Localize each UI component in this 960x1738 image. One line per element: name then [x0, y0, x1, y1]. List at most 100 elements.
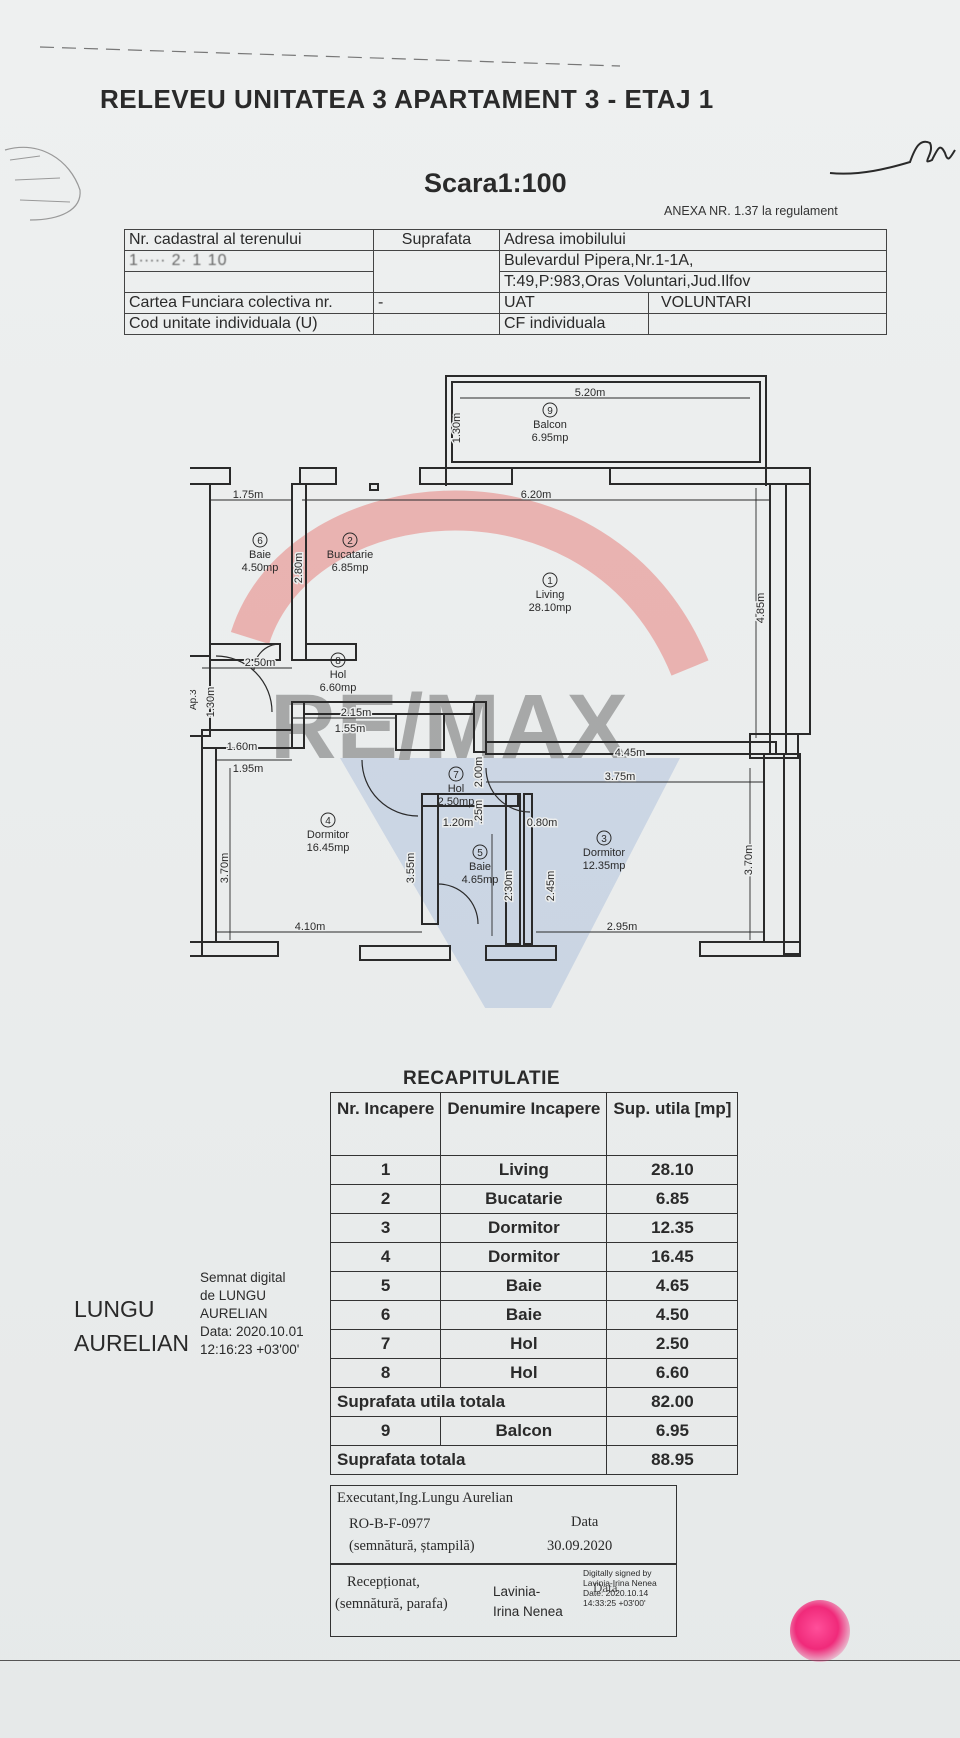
recap-cell-name: Baie [440, 1300, 608, 1330]
semn-line4: Data: 2020.10.01 [200, 1324, 304, 1339]
semn-line3: AURELIAN [200, 1306, 268, 1321]
recap-cell-name: Hol [440, 1358, 608, 1388]
receptionat-label: Recepționat, [347, 1574, 420, 1590]
room-name: Baie [469, 861, 491, 873]
room-name: Dormitor [583, 847, 626, 859]
total-utila-label: Suprafata utila totala [329, 1387, 608, 1417]
dimension-label: 3.55m [405, 853, 417, 884]
executant-signature-label: (semnătură, ștampilă) [349, 1538, 475, 1554]
room-area: 6.60mp [320, 682, 357, 694]
semn-line5: 12:16:23 +03'00' [200, 1342, 300, 1357]
room-number: 5 [477, 848, 483, 859]
nr-cadastral-label: Nr. cadastral al terenului [124, 229, 374, 251]
floor-plan: RE/MAX [190, 375, 811, 1008]
room-area: 6.95mp [532, 432, 569, 444]
recap-title: RECAPITULATIE [403, 1068, 561, 1089]
receptionat-name-2: Irina Nenea [493, 1604, 563, 1619]
dimension-label: 5.20m [575, 387, 606, 399]
dimension-label: 4.10m [295, 921, 326, 933]
total-utila-value: 82.00 [606, 1387, 739, 1417]
dimension-label: 4.45m [615, 747, 646, 759]
recap-cell-nr: 6 [329, 1300, 442, 1330]
room-number: 2 [347, 536, 353, 547]
dimension-label: 1.75m [233, 489, 264, 501]
dimension-label: 6.20m [521, 489, 552, 501]
recap-cell-name: Baie [440, 1271, 608, 1301]
cod-unitate-value [373, 313, 500, 335]
dimension-lines [202, 397, 770, 940]
suprafata-label: Suprafata [373, 229, 500, 251]
dimension-label: 1.20m [443, 817, 474, 829]
room-number: 4 [325, 816, 331, 827]
room-number: 8 [335, 656, 341, 667]
receptionat-signature-label: (semnătură, parafa) [335, 1596, 448, 1612]
balcon-area: 6.95 [606, 1416, 739, 1446]
nr-cadastral-value: 1∙∙∙∙∙ 2∙ 1 10 [124, 250, 374, 272]
balcon-nr: 9 [329, 1416, 442, 1446]
room-number-circle [252, 532, 268, 548]
uat-label: UAT [499, 292, 649, 314]
signer-name: LUNGU AURELIAN [74, 1292, 189, 1360]
carte-funciara-value: - [373, 292, 500, 314]
dimension-label: 3.75m [605, 771, 636, 783]
balcon-name: Balcon [440, 1416, 608, 1446]
executant-code: RO-B-F-0977 [349, 1516, 431, 1532]
dimension-label: 1.30m [205, 687, 217, 718]
room-number-circle [342, 532, 358, 548]
dimension-labels: 5.20m1.30m6.20m1.75m2.80m4.85m2.50m1.30m… [204, 386, 769, 935]
room-name: Baie [249, 549, 271, 561]
dimension-label: 1.55m [335, 723, 366, 735]
room-number: 9 [547, 406, 553, 417]
executant-block: Executant,Ing.Lungu Aurelian RO-B-F-0977… [330, 1485, 677, 1565]
room-number-circle [472, 844, 488, 860]
digital-sig-line2: Lavinia-Irina Nenea [583, 1578, 657, 1588]
digital-signature-stamp: Digitally signed by Lavinia-Irina Nenea … [583, 1568, 657, 1608]
recap-cell-name: Dormitor [440, 1242, 608, 1272]
digital-sig-line3: Date: 2020.10.14 [583, 1588, 649, 1598]
recap-cell-name: Dormitor [440, 1213, 608, 1243]
room-name: Hol [330, 669, 347, 681]
executant-data-label: Data [571, 1514, 599, 1530]
cf-individuala-value [648, 313, 887, 335]
dimension-label: 2.15m [341, 707, 372, 719]
walls [190, 375, 811, 961]
dimension-label: 1.60m [227, 741, 258, 753]
recap-cell-nr: 7 [329, 1329, 442, 1359]
room-area: 16.45mp [307, 842, 350, 854]
signer-name-line2: AURELIAN [74, 1330, 190, 1356]
recap-cell-nr: 3 [329, 1213, 442, 1243]
receptionat-name-1: Lavinia- [493, 1584, 541, 1599]
recap-header-nr: Nr. Incapere [329, 1092, 442, 1156]
dimension-label: 3.70m [743, 845, 755, 876]
dimension-label: 1.95m [233, 763, 264, 775]
receptionat-data-overlay: Data [593, 1580, 618, 1595]
carte-funciara-label: Cartea Funciara colectiva nr. [124, 292, 374, 314]
room-number-circle [448, 766, 464, 782]
remax-watermark-text: RE/MAX [270, 676, 628, 778]
room-area: 4.65mp [462, 874, 499, 886]
room-number-circle [542, 402, 558, 418]
digital-sig-line1: Digitally signed by [583, 1568, 652, 1578]
dimension-label: 0.80m [527, 817, 558, 829]
dimension-label: 2.50m [245, 657, 276, 669]
dimension-label: 1.30m [451, 413, 463, 444]
recap-cell-area: 28.10 [606, 1155, 739, 1185]
executant-data-value: 30.09.2020 [547, 1538, 613, 1554]
recap-cell-area: 4.50 [606, 1300, 739, 1330]
executant-name: Executant,Ing.Lungu Aurelian [337, 1490, 513, 1506]
